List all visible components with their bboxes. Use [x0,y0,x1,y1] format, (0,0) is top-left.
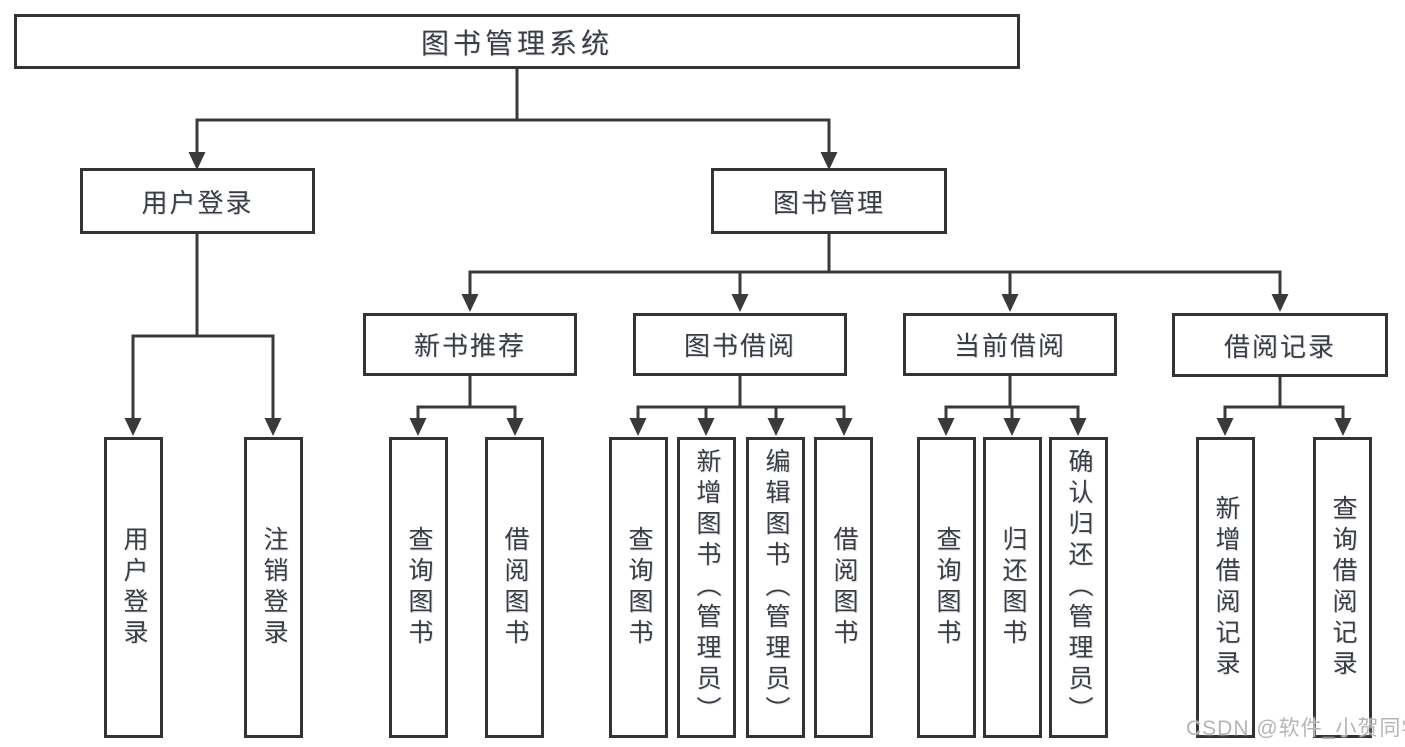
leaf-records-query-record: 查询借阅记录 [1313,437,1372,738]
connector-user-login-to-leaves [124,232,282,436]
connector-root-to-level2 [188,66,838,170]
leaf-current-query-books: 查询图书 [917,437,976,738]
node-book-borrowing: 图书借阅 [633,313,847,376]
connector-new-book-to-leaves [409,374,524,436]
node-new-book-recommend: 新书推荐 [363,313,577,376]
leaf-borrowing-edit-book-admin: 编辑图书（管理员） [746,437,805,738]
watermark-csdn: CSDN @软件_小贺同学 [1186,717,1405,740]
connector-book-borrow-to-leaves [629,374,853,436]
node-current-borrowing: 当前借阅 [903,313,1117,376]
leaf-borrowing-add-book-admin: 新增图书（管理员） [677,437,736,738]
node-book-management: 图书管理 [711,168,947,234]
leaf-records-add-record: 新增借阅记录 [1196,437,1255,738]
node-borrow-records: 借阅记录 [1172,313,1388,377]
connector-book-mgmt-to-level3 [461,232,1289,312]
leaf-newbook-borrow-books: 借阅图书 [485,437,544,738]
leaf-logout: 注销登录 [244,437,303,738]
leaf-user-login: 用户登录 [104,437,163,738]
connector-current-borrow-to-leaves [937,374,1087,436]
node-library-management-system: 图书管理系统 [14,14,1020,69]
leaf-current-return-books: 归还图书 [983,437,1042,738]
leaf-borrowing-borrow-books: 借阅图书 [814,437,873,738]
leaf-newbook-query-books: 查询图书 [389,437,448,738]
leaf-current-confirm-return-admin: 确认归还（管理员） [1049,437,1108,738]
connector-records-to-leaves [1216,374,1352,436]
node-user-login: 用户登录 [80,168,315,234]
leaf-borrowing-query-books: 查询图书 [609,437,668,738]
